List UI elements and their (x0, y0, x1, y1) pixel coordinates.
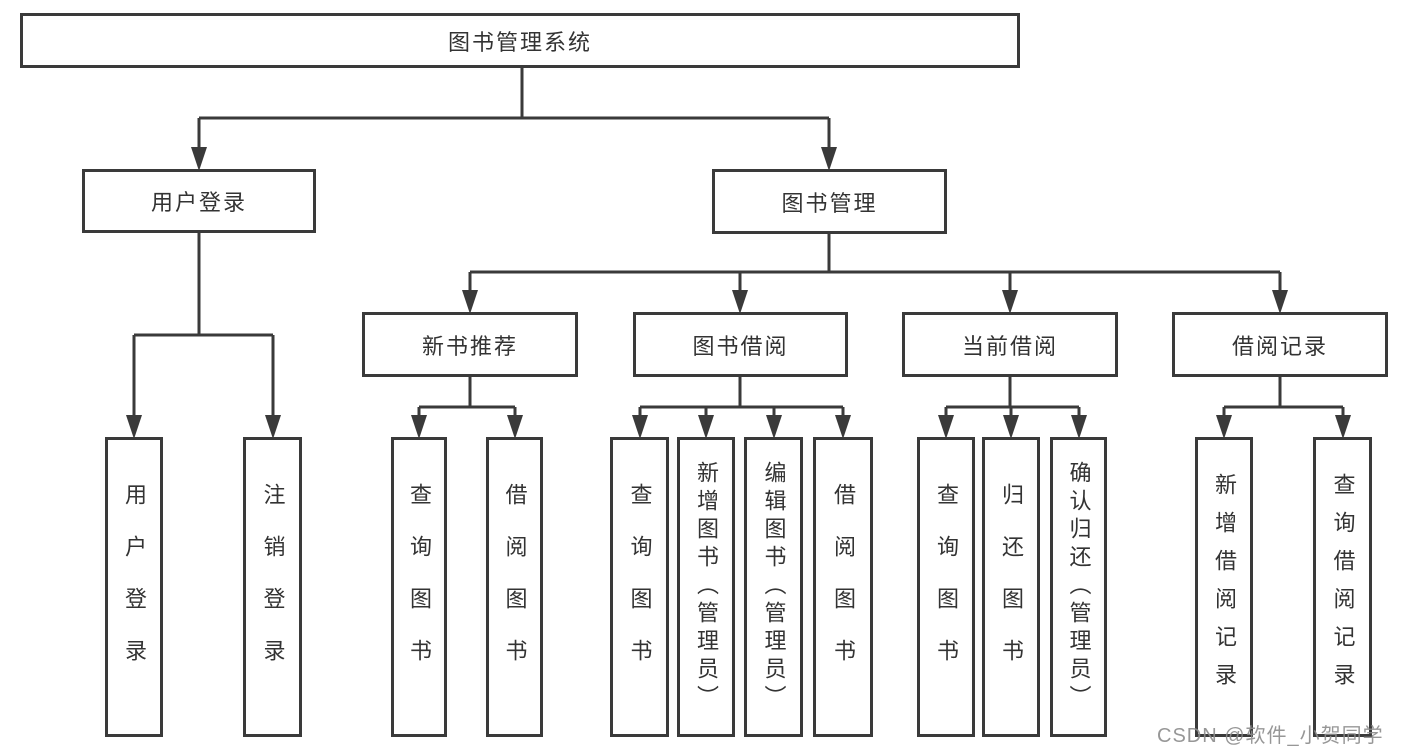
leaf-label: 用户登录 (122, 483, 147, 691)
leaf-query-books-2: 查询图书 (610, 437, 669, 737)
leaf-label: 查询图书 (934, 483, 959, 691)
leaf-query-books-1: 查询图书 (391, 437, 447, 737)
leaf-query-borrow-record: 查询借阅记录 (1313, 437, 1372, 737)
node-current-borrow-label: 当前借阅 (961, 333, 1058, 359)
leaf-add-books-admin: 新增图书（管理员） (677, 437, 735, 737)
leaf-label: 编辑图书（管理员） (761, 461, 787, 713)
node-root: 图书管理系统 (20, 13, 1020, 68)
node-book-management: 图书管理 (712, 169, 947, 234)
leaf-label: 新增图书（管理员） (694, 461, 719, 713)
node-user-login: 用户登录 (82, 169, 316, 233)
leaf-label: 注销登录 (260, 483, 286, 691)
leaf-user-login: 用户登录 (105, 437, 163, 737)
node-book-management-label: 图书管理 (781, 190, 878, 216)
leaf-label: 归还图书 (999, 483, 1024, 691)
node-borrow-records: 借阅记录 (1172, 312, 1388, 377)
watermark: CSDN @软件_小贺同学 (1157, 725, 1384, 747)
node-borrow-records-label: 借阅记录 (1231, 333, 1328, 359)
leaf-label: 查询图书 (627, 483, 653, 691)
leaf-label: 查询图书 (407, 483, 432, 691)
node-new-book-recommend: 新书推荐 (362, 312, 578, 377)
node-book-borrow: 图书借阅 (633, 312, 848, 377)
leaf-confirm-return-admin: 确认归还（管理员） (1050, 437, 1107, 737)
leaf-add-borrow-record: 新增借阅记录 (1195, 437, 1253, 737)
leaf-label: 借阅图书 (502, 483, 528, 691)
leaf-label: 确认归还（管理员） (1066, 461, 1092, 713)
leaf-label: 借阅图书 (831, 483, 856, 691)
node-user-login-label: 用户登录 (150, 190, 247, 215)
leaf-return-books: 归还图书 (982, 437, 1040, 737)
node-current-borrow: 当前借阅 (902, 312, 1118, 377)
leaf-logout: 注销登录 (243, 437, 302, 737)
node-root-label: 图书管理系统 (447, 29, 592, 55)
leaf-query-books-3: 查询图书 (917, 437, 975, 737)
leaf-edit-books-admin: 编辑图书（管理员） (744, 437, 803, 737)
leaf-borrow-books-2: 借阅图书 (813, 437, 873, 737)
leaf-label: 查询借阅记录 (1330, 473, 1356, 701)
node-book-borrow-label: 图书借阅 (692, 333, 789, 359)
leaf-borrow-books-1: 借阅图书 (486, 437, 543, 737)
node-new-book-recommend-label: 新书推荐 (421, 333, 518, 359)
leaf-label: 新增借阅记录 (1212, 473, 1237, 701)
